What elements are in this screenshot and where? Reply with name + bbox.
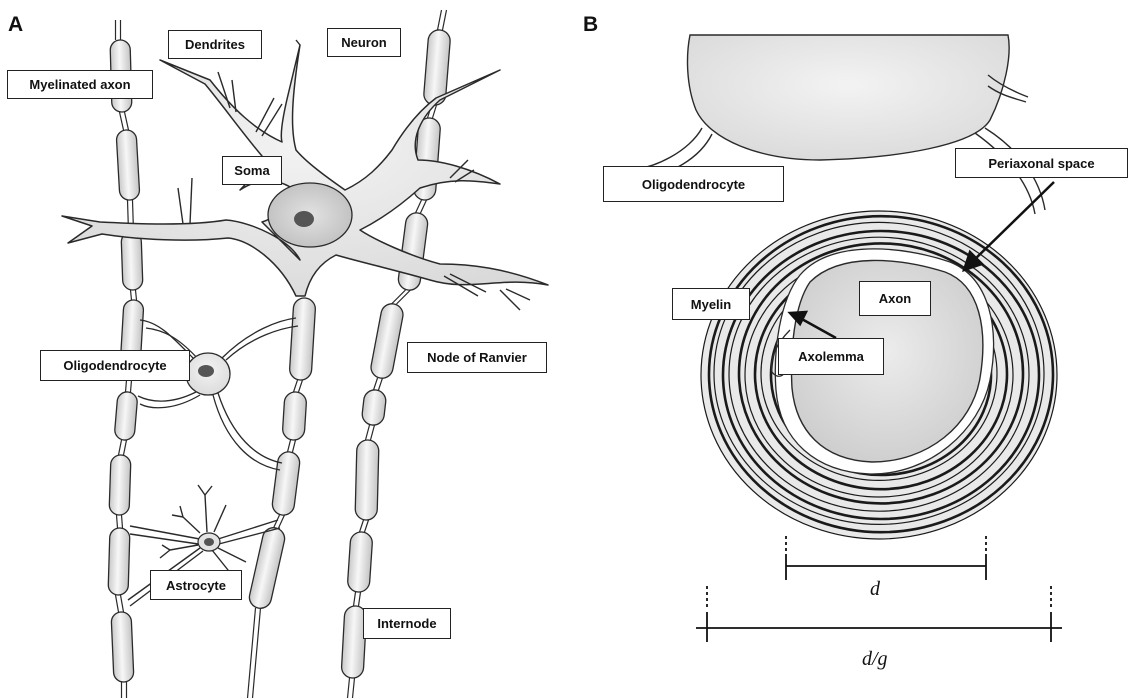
node-of-ranvier <box>359 592 361 606</box>
internode-segment <box>121 232 143 291</box>
node-of-ranvier <box>421 200 427 213</box>
axon-thread <box>353 678 355 698</box>
dimension-d <box>786 536 986 580</box>
internode-segment <box>271 451 301 517</box>
node-of-ranvier <box>294 380 298 392</box>
dimension-d-label: d <box>870 578 880 601</box>
internode-segment <box>289 297 316 380</box>
node-of-ranvier <box>119 440 122 455</box>
node-of-ranvier <box>120 112 124 130</box>
node-of-ranvier <box>416 200 422 213</box>
node-of-ranvier <box>374 378 378 390</box>
node-of-ranvier <box>124 440 127 455</box>
dimension-d-over-g-label: d/g <box>862 648 888 671</box>
oligodendrocyte-label-b: Oligodendrocyte <box>603 166 784 202</box>
astrocyte-label: Astrocyte <box>150 570 242 600</box>
axon-thread <box>443 10 447 30</box>
internode-segment <box>355 440 379 521</box>
axon-middle <box>247 297 316 698</box>
node-of-ranvier <box>366 425 370 440</box>
node-of-ranvier <box>299 380 303 392</box>
node-of-ranvier <box>354 592 356 606</box>
oligodendrocyte-b-body <box>688 35 1010 160</box>
node-of-ranvier <box>379 378 383 390</box>
dendrites-label: Dendrites <box>168 30 262 59</box>
periaxonal-arrow <box>972 182 1054 262</box>
node-of-ranvier <box>136 290 137 300</box>
panel-label-b: B <box>583 13 598 37</box>
axon-thread <box>438 10 442 30</box>
internode-segment <box>109 455 131 516</box>
astrocyte-nucleus <box>204 538 214 546</box>
myelin-label: Myelin <box>672 288 750 320</box>
node-of-ranvier <box>279 515 285 528</box>
internode-segment <box>247 526 286 611</box>
internode-segment <box>347 531 373 592</box>
node-of-ranvier-label: Node of Ranvier <box>407 342 547 373</box>
soma-nucleolus <box>294 211 314 227</box>
node-of-ranvier <box>371 425 375 440</box>
internode-segment <box>282 391 307 440</box>
internode-segment <box>361 389 387 426</box>
oligodendrocyte-nucleus <box>198 365 214 377</box>
soma-label: Soma <box>222 156 282 185</box>
internode-segment <box>111 612 134 683</box>
myelinated-axon-label: Myelinated axon <box>7 70 153 99</box>
axon-thread <box>348 678 350 698</box>
oligodendrocyte-label-a: Oligodendrocyte <box>40 350 190 381</box>
panel-label-a: A <box>8 13 23 37</box>
node-of-ranvier <box>288 440 291 452</box>
internode-segment <box>116 129 140 200</box>
node-of-ranvier <box>365 520 369 532</box>
node-of-ranvier <box>131 290 132 300</box>
internode-label: Internode <box>363 608 451 639</box>
node-of-ranvier <box>360 520 364 532</box>
node-of-ranvier <box>116 595 119 612</box>
node-of-ranvier <box>122 515 123 528</box>
periaxonal-space-label: Periaxonal space <box>955 148 1128 178</box>
node-of-ranvier <box>121 595 124 612</box>
node-of-ranvier <box>125 112 129 130</box>
neuron-label: Neuron <box>327 28 401 57</box>
internode-segment <box>369 302 405 380</box>
node-of-ranvier <box>117 515 118 528</box>
internode-segment <box>108 528 130 596</box>
axolemma-label: Axolemma <box>778 338 884 375</box>
oligodendrocyte-processes <box>138 318 298 470</box>
internode-segment <box>114 391 138 441</box>
axon-label: Axon <box>859 281 931 316</box>
node-of-ranvier <box>293 440 296 452</box>
